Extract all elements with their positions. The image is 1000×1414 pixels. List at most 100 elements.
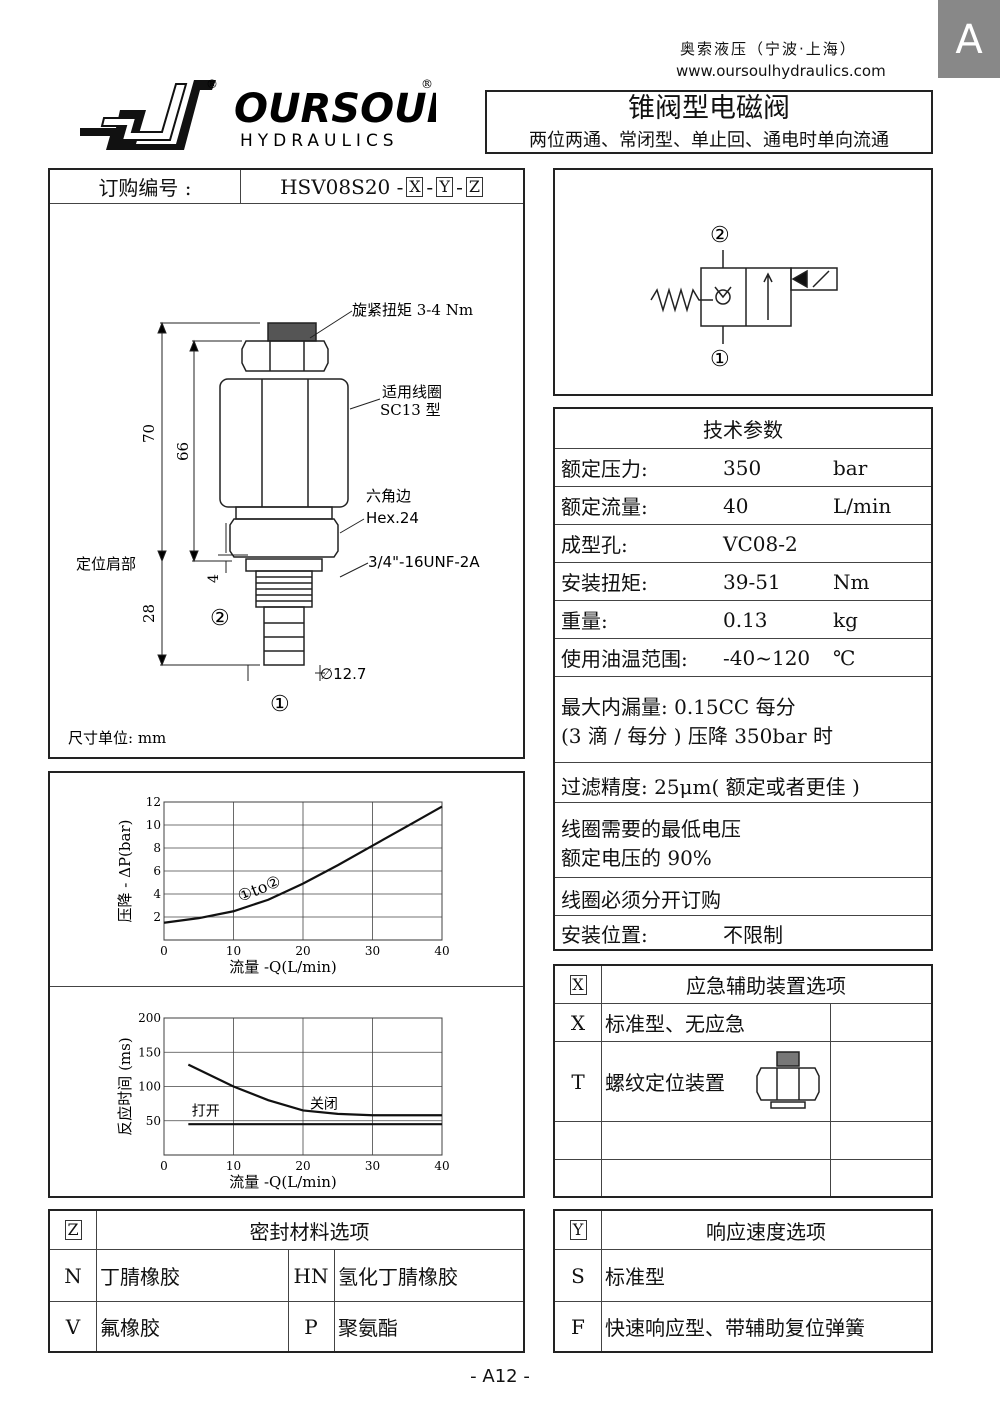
option-z-row[interactable]: N 丁腈橡胶 HN 氢化丁腈橡胶 [50,1249,523,1301]
spec-label: 成型孔: [561,533,628,557]
mount-row: 安装位置: 不限制 [555,915,931,951]
y-tick-label: 50 [146,1114,161,1128]
option-desc: 氟橡胶 [100,1316,160,1340]
solenoid-valve-symbol: ② ① [650,223,838,372]
spec-value: 40 [723,493,749,518]
company-name: 奥索液压（宁波·上海） [680,40,857,58]
spec-value: VC08-2 [723,531,798,556]
option-desc: 标准型、无应急 [605,1012,745,1036]
spec-row: 额定流量: 40 L/min [555,486,931,524]
order-code: HSV08S20 - X- Y- Z [240,170,523,203]
option-desc: 氢化丁腈橡胶 [338,1265,458,1289]
y-axis-label: 压降 - ΔP(bar) [116,820,134,923]
order-code-row: 订购编号 : HSV08S20 - X- Y- Z [50,170,523,204]
unit-note: 尺寸单位: mm [68,729,166,747]
series-line-①to② [163,805,443,924]
order-y-box: Y [436,176,454,197]
series-label-close: 关闭 [310,1096,338,1112]
specs-table: 技术参数 额定压力: 350 bar 额定流量: 40 L/min 成型孔: V… [553,407,933,951]
coil-note-2: SC13 型 [380,401,441,419]
spec-row: 安装扭矩: 39-51 Nm [555,562,931,600]
x-tick-label: 0 [160,1159,168,1173]
voltage-row: 线圈需要的最低电压 额定电压的 90% [555,802,931,877]
hex-value: Hex.24 [366,509,419,527]
option-y-row[interactable]: S 标准型 [555,1249,931,1301]
option-z-key: Z [64,1220,82,1240]
spec-row: 成型孔: VC08-2 [555,524,931,562]
y-tick-label: 2 [153,910,161,924]
spec-value: 0.13 [723,607,768,632]
option-x-row[interactable]: T 螺纹定位装置 [555,1041,931,1121]
y-tick-label: 6 [153,864,161,878]
port-2-label: ② [210,606,230,631]
leakage-line-2: (3 滴 / 每分 ) 压降 350bar 时 [561,724,834,748]
voltage-line-1: 线圈需要的最低电压 [561,817,741,841]
website-link[interactable]: www.oursoulhydraulics.com [676,62,886,80]
y-tick-label: 10 [146,818,161,832]
option-z-row[interactable]: V 氟橡胶 P 聚氨酯 [50,1301,523,1351]
option-y-header: Y 响应速度选项 [555,1211,931,1249]
option-x-key: X [569,974,587,995]
shoulder-label: 定位肩部 [76,555,136,573]
option-y-row[interactable]: F 快速响应型、带辅助复位弹簧 [555,1301,931,1351]
option-desc: 丁腈橡胶 [100,1265,180,1289]
option-z-title: 密封材料选项 [249,1219,370,1244]
y-tick-label: 200 [138,1011,161,1025]
option-z-header: Z 密封材料选项 [50,1211,523,1249]
specs-title: 技术参数 [703,418,783,442]
option-desc: 聚氨酯 [338,1316,398,1340]
x-tick-label: 40 [434,944,449,958]
torque-note: 旋紧扭矩 3-4 Nm [352,301,473,319]
option-code: N [64,1263,82,1288]
hydraulic-symbol-panel: ② ① [553,168,933,396]
option-x-table: X 应急辅助装置选项 X 标准型、无应急 T 螺纹定位装置 [553,964,933,1198]
x-tick-label: 30 [365,944,380,958]
spec-label: 额定压力: [561,457,648,481]
logo-icon: ® OURSOUL ® HYDRAULICS [80,77,452,151]
company-logo: ® OURSOUL ® HYDRAULICS [76,74,452,158]
y-tick-label: 12 [146,795,161,809]
order-z-box: Z [465,176,483,197]
option-y-key: Y [569,1220,587,1240]
leakage-line-1: 最大内漏量: 0.15CC 每分 [561,695,796,719]
logo-sub: HYDRAULICS [240,131,399,151]
order-x-box: X [406,176,424,197]
y-tick-label: 100 [138,1080,161,1094]
x-tick-label: 40 [434,1159,449,1173]
spec-row: 重量: 0.13 kg [555,600,931,638]
spec-value: -40~120 [723,645,811,670]
manual-override-icon [756,1051,820,1109]
spec-label: 重量: [561,609,608,633]
voltage-line-2: 额定电压的 90% [561,846,712,870]
option-desc: 螺纹定位装置 [605,1071,725,1095]
x-tick-label: 10 [226,944,241,958]
y-tick-label: 8 [153,841,161,855]
option-code: P [304,1314,318,1339]
x-tick-label: 10 [226,1159,241,1173]
logo-text: OURSOUL [234,86,436,132]
spec-unit: L/min [833,493,892,518]
option-x-header: X 应急辅助装置选项 [555,966,931,1003]
option-z-table: Z 密封材料选项 N 丁腈橡胶 HN 氢化丁腈橡胶 V 氟橡胶 P 聚氨酯 [48,1209,525,1353]
symbol-port-1: ① [710,347,730,372]
option-x-title: 应急辅助装置选项 [686,974,846,998]
svg-text:®: ® [421,77,433,91]
x-tick-label: 30 [365,1159,380,1173]
spec-unit: ℃ [833,645,856,670]
option-x-row[interactable]: X 标准型、无应急 [555,1003,931,1041]
option-desc: 标准型 [605,1265,665,1289]
mount-value: 不限制 [723,923,783,947]
option-desc: 快速响应型、带辅助复位弹簧 [605,1316,865,1340]
diameter-label: ∅12.7 [320,665,366,683]
x-tick-label: 20 [295,944,310,958]
sep: - [426,174,434,199]
option-code: F [571,1314,585,1339]
x-tick-label: 0 [160,944,168,958]
y-axis-label: 反应时间 (ms) [116,1037,134,1135]
spring-icon [650,287,713,313]
